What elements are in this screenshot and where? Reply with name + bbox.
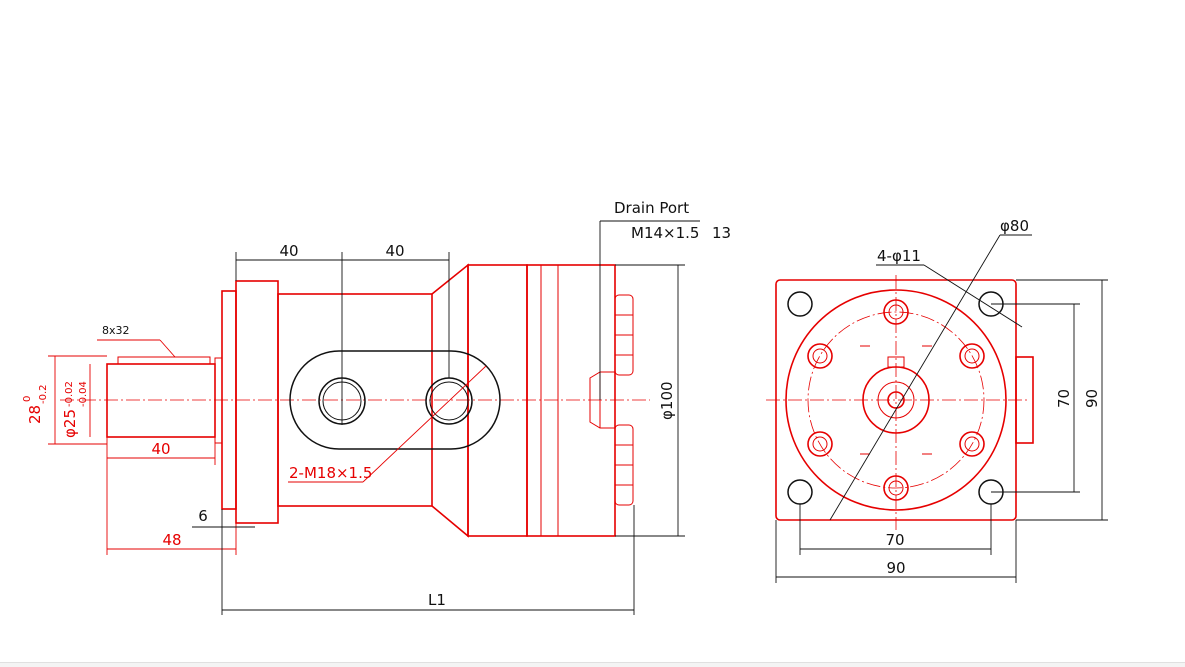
shaft-length-dims: 40 48 6 <box>106 437 255 555</box>
dim-6: 6 <box>198 507 208 525</box>
port-plate <box>289 350 501 450</box>
dia-100-label: φ100 <box>658 381 676 420</box>
shaft-dia: φ25 <box>61 409 79 438</box>
shaft-end <box>887 391 905 409</box>
pilot-circle <box>785 289 1007 511</box>
shaft-28: 28 <box>26 405 44 424</box>
dim-L1: L1 <box>221 505 635 615</box>
dim-90-h: 90 <box>886 559 905 577</box>
stator-section <box>467 264 528 537</box>
dim-40-a: 40 <box>279 242 298 260</box>
dim-dia-80: φ80 <box>829 217 1032 521</box>
key-label: 8x32 <box>102 324 130 337</box>
dim-bottom: 70 90 <box>775 504 1017 583</box>
shaft-shoulder <box>214 357 223 444</box>
dim-L1-label: L1 <box>428 591 446 609</box>
shaft-dia-tol-low: -0.04 <box>78 381 89 407</box>
dim-holes: 4-φ11 <box>876 247 1023 328</box>
dim-90-v: 90 <box>1083 389 1101 408</box>
dim-70-v: 70 <box>1055 389 1073 408</box>
side-view: 40 40 2-M18×1.5 Drain Port M14×1.5 13 8x… <box>22 199 731 615</box>
shaft-key <box>117 356 211 364</box>
shaft-28-tol-low: -0.2 <box>38 384 49 404</box>
shaft-dia-tol-up: -0.02 <box>64 381 75 407</box>
dim-48: 48 <box>162 531 181 549</box>
drain-thread: M14×1.5 <box>631 224 699 242</box>
dia-80-label: φ80 <box>1000 217 1029 235</box>
bolt-circle <box>807 311 985 489</box>
key-dim: 8x32 <box>97 324 176 358</box>
dim-right: 70 90 <box>991 279 1108 521</box>
dim-port-spacing: 40 40 <box>235 242 450 425</box>
holes-label: 4-φ11 <box>877 247 921 265</box>
dim-40-b: 40 <box>385 242 404 260</box>
end-bolts <box>614 294 634 506</box>
shaft-28-tol-up: 0 <box>22 396 33 402</box>
mounting-flange <box>235 280 279 524</box>
ports-leader: 2-M18×1.5 <box>288 365 487 483</box>
front-view: φ80 4-φ11 70 90 70 90 <box>766 217 1108 583</box>
dim-70-h: 70 <box>885 531 904 549</box>
dim-40-shaft: 40 <box>151 440 170 458</box>
shaft <box>106 363 216 438</box>
drain-port-label: Drain Port <box>614 199 689 217</box>
drain-port-callout: Drain Port M14×1.5 13 <box>599 199 731 400</box>
ports-label: 2-M18×1.5 <box>289 464 372 482</box>
end-cap <box>526 264 616 537</box>
shaft-dims: 28 0 -0.2 φ25 -0.02 -0.04 <box>22 355 107 445</box>
bottom-strip <box>0 662 1185 667</box>
dim-dia-100: φ100 <box>615 264 685 537</box>
motor-body <box>277 293 433 507</box>
drain-depth: 13 <box>712 224 731 242</box>
bolt-holes <box>807 299 985 501</box>
